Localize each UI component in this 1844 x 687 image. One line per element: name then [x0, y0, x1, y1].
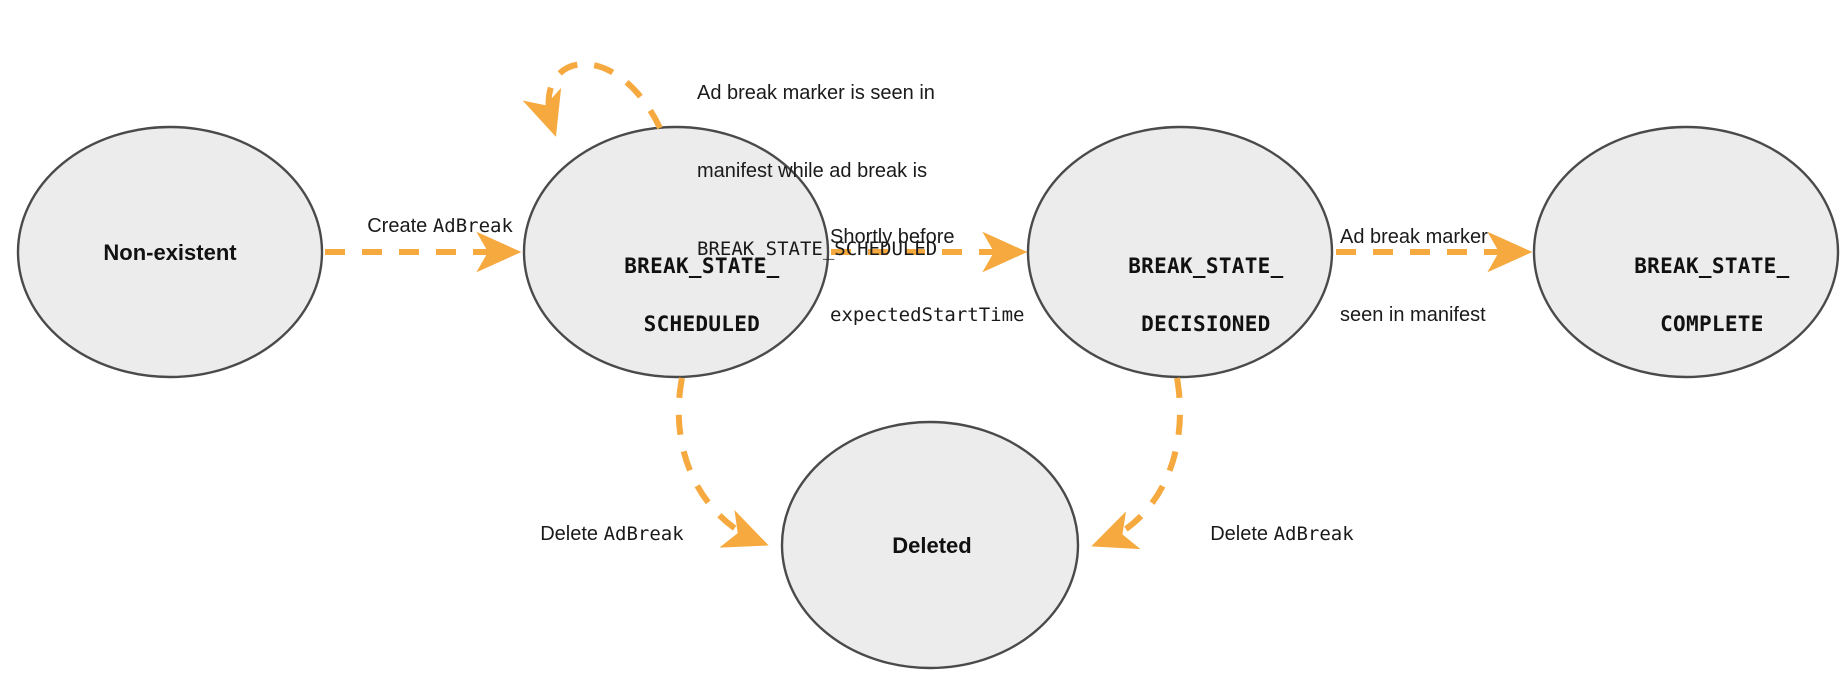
edge-self-loop-scheduled[interactable] [522, 61, 663, 137]
node-break-state-decisioned[interactable] [1026, 125, 1334, 379]
edge-label-decisioned-to-deleted: Delete AdBreak [1188, 495, 1354, 573]
annotation-line-1: Ad break marker [1340, 226, 1488, 248]
node-break-state-scheduled[interactable] [522, 125, 830, 379]
annotation-line-2: seen in manifest [1340, 304, 1486, 326]
edge-label-delete-verb: Delete [540, 523, 604, 545]
node-deleted[interactable] [780, 420, 1080, 670]
edge-label-create: Create AdBreak [345, 187, 513, 265]
edge-decisioned-to-deleted[interactable] [1091, 377, 1183, 550]
annotation-line-1: Ad break marker is seen in [697, 82, 935, 104]
edge-label-decisioned-to-complete: Ad break marker seen in manifest [1340, 172, 1488, 380]
edge-label-scheduled-to-deleted: Delete AdBreak [518, 495, 684, 573]
edge-label-delete-type: AdBreak [603, 523, 684, 545]
edge-label-delete-type: AdBreak [1273, 523, 1354, 545]
edge-label-create-verb: Create [367, 215, 433, 237]
annotation-line-1: Shortly before [830, 226, 955, 248]
annotation-line-2: expectedStartTime [830, 304, 1025, 326]
annotation-line-3: BREAK_STATE_SCHEDULED [697, 238, 938, 260]
annotation-line-2: manifest while ad break is [697, 160, 928, 182]
edge-label-self-loop-scheduled: Ad break marker is seen in manifest whil… [697, 28, 937, 314]
edge-label-delete-verb: Delete [1210, 523, 1274, 545]
edge-label-create-type: AdBreak [432, 215, 513, 237]
node-non-existent[interactable] [16, 125, 324, 379]
edge-scheduled-to-deleted[interactable] [675, 377, 769, 548]
edge-label-scheduled-to-decisioned: Shortly before expectedStartTime [830, 172, 1024, 380]
node-break-state-complete[interactable] [1532, 125, 1840, 379]
